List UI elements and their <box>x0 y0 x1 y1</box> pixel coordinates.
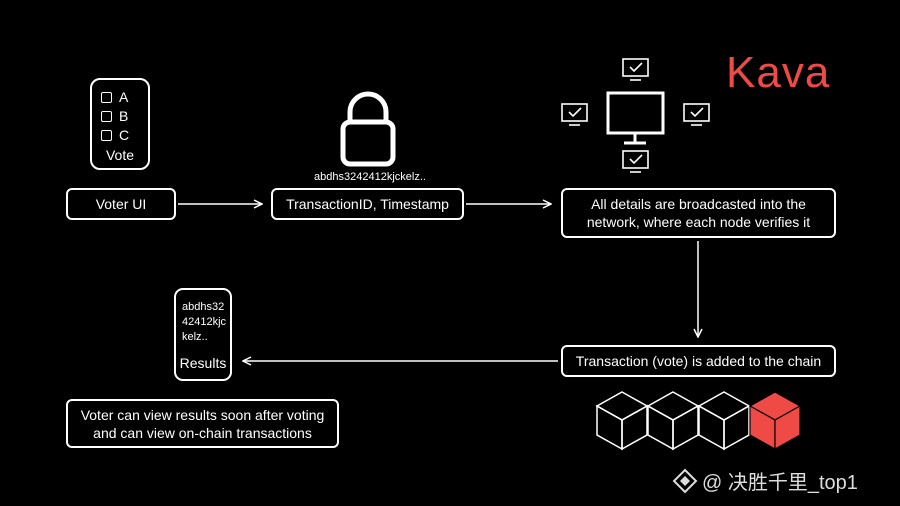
checkbox-icon <box>101 129 112 141</box>
phone-results-caption: Results <box>179 355 227 371</box>
ballot-option-label: B <box>119 108 129 124</box>
ballot-option-c: C <box>101 127 129 143</box>
diamond-logo-icon <box>672 468 698 493</box>
chain-block-icon <box>646 391 700 451</box>
lock-hash-text: abdhs3242412kjckelz.. <box>314 171 426 183</box>
ballot-caption: Vote <box>105 147 135 163</box>
added-to-chain-box: Transaction (vote) is added to the chain <box>561 345 836 377</box>
chain-block-new-icon <box>748 391 802 451</box>
transaction-box: TransactionID, Timestamp <box>271 188 464 220</box>
voter-ui-label: Voter UI <box>95 196 147 212</box>
watermark: @ 决胜千里_top1 <box>672 466 858 495</box>
results-phone-icon: abdhs32 42412kjc kelz.. Results <box>174 288 232 381</box>
checkmark-monitor-icon <box>683 103 710 126</box>
phone-hash-line: kelz.. <box>182 331 208 343</box>
chain-block-icon <box>697 391 751 451</box>
checkmark-monitor-icon <box>622 150 649 173</box>
ballot-option-label: C <box>119 127 130 143</box>
computer-monitor-icon <box>606 91 665 145</box>
ballot-option-a: A <box>101 89 128 105</box>
broadcast-label-line2: network, where each node verifies it <box>586 214 811 230</box>
transaction-label: TransactionID, Timestamp <box>286 196 449 212</box>
checkbox-icon <box>101 110 112 122</box>
ballot-icon: A B C Vote <box>90 78 150 170</box>
ballot-option-label: A <box>119 89 129 105</box>
ballot-option-b: B <box>101 108 128 124</box>
broadcast-label-line1: All details are broadcasted into the <box>591 196 806 212</box>
checkbox-icon <box>101 91 112 103</box>
broadcast-box: All details are broadcasted into the net… <box>561 188 836 238</box>
phone-hash-text: abdhs32 42412kjc kelz.. <box>182 300 226 345</box>
view-results-line2: and can view on-chain transactions <box>93 424 312 441</box>
voter-ui-box: Voter UI <box>66 188 176 220</box>
phone-hash-line: 42412kjc <box>182 316 227 328</box>
checkmark-monitor-icon <box>561 103 588 126</box>
view-results-line1: Voter can view results soon after voting <box>80 406 325 423</box>
kava-logo: Kava <box>726 48 831 97</box>
added-to-chain-label: Transaction (vote) is added to the chain <box>575 353 822 369</box>
watermark-text: @ 决胜千里_top1 <box>702 472 858 494</box>
chain-block-icon <box>595 391 649 451</box>
checkmark-monitor-icon <box>622 58 649 81</box>
phone-hash-line: abdhs32 <box>182 301 225 313</box>
view-results-box: Voter can view results soon after voting… <box>66 399 339 448</box>
